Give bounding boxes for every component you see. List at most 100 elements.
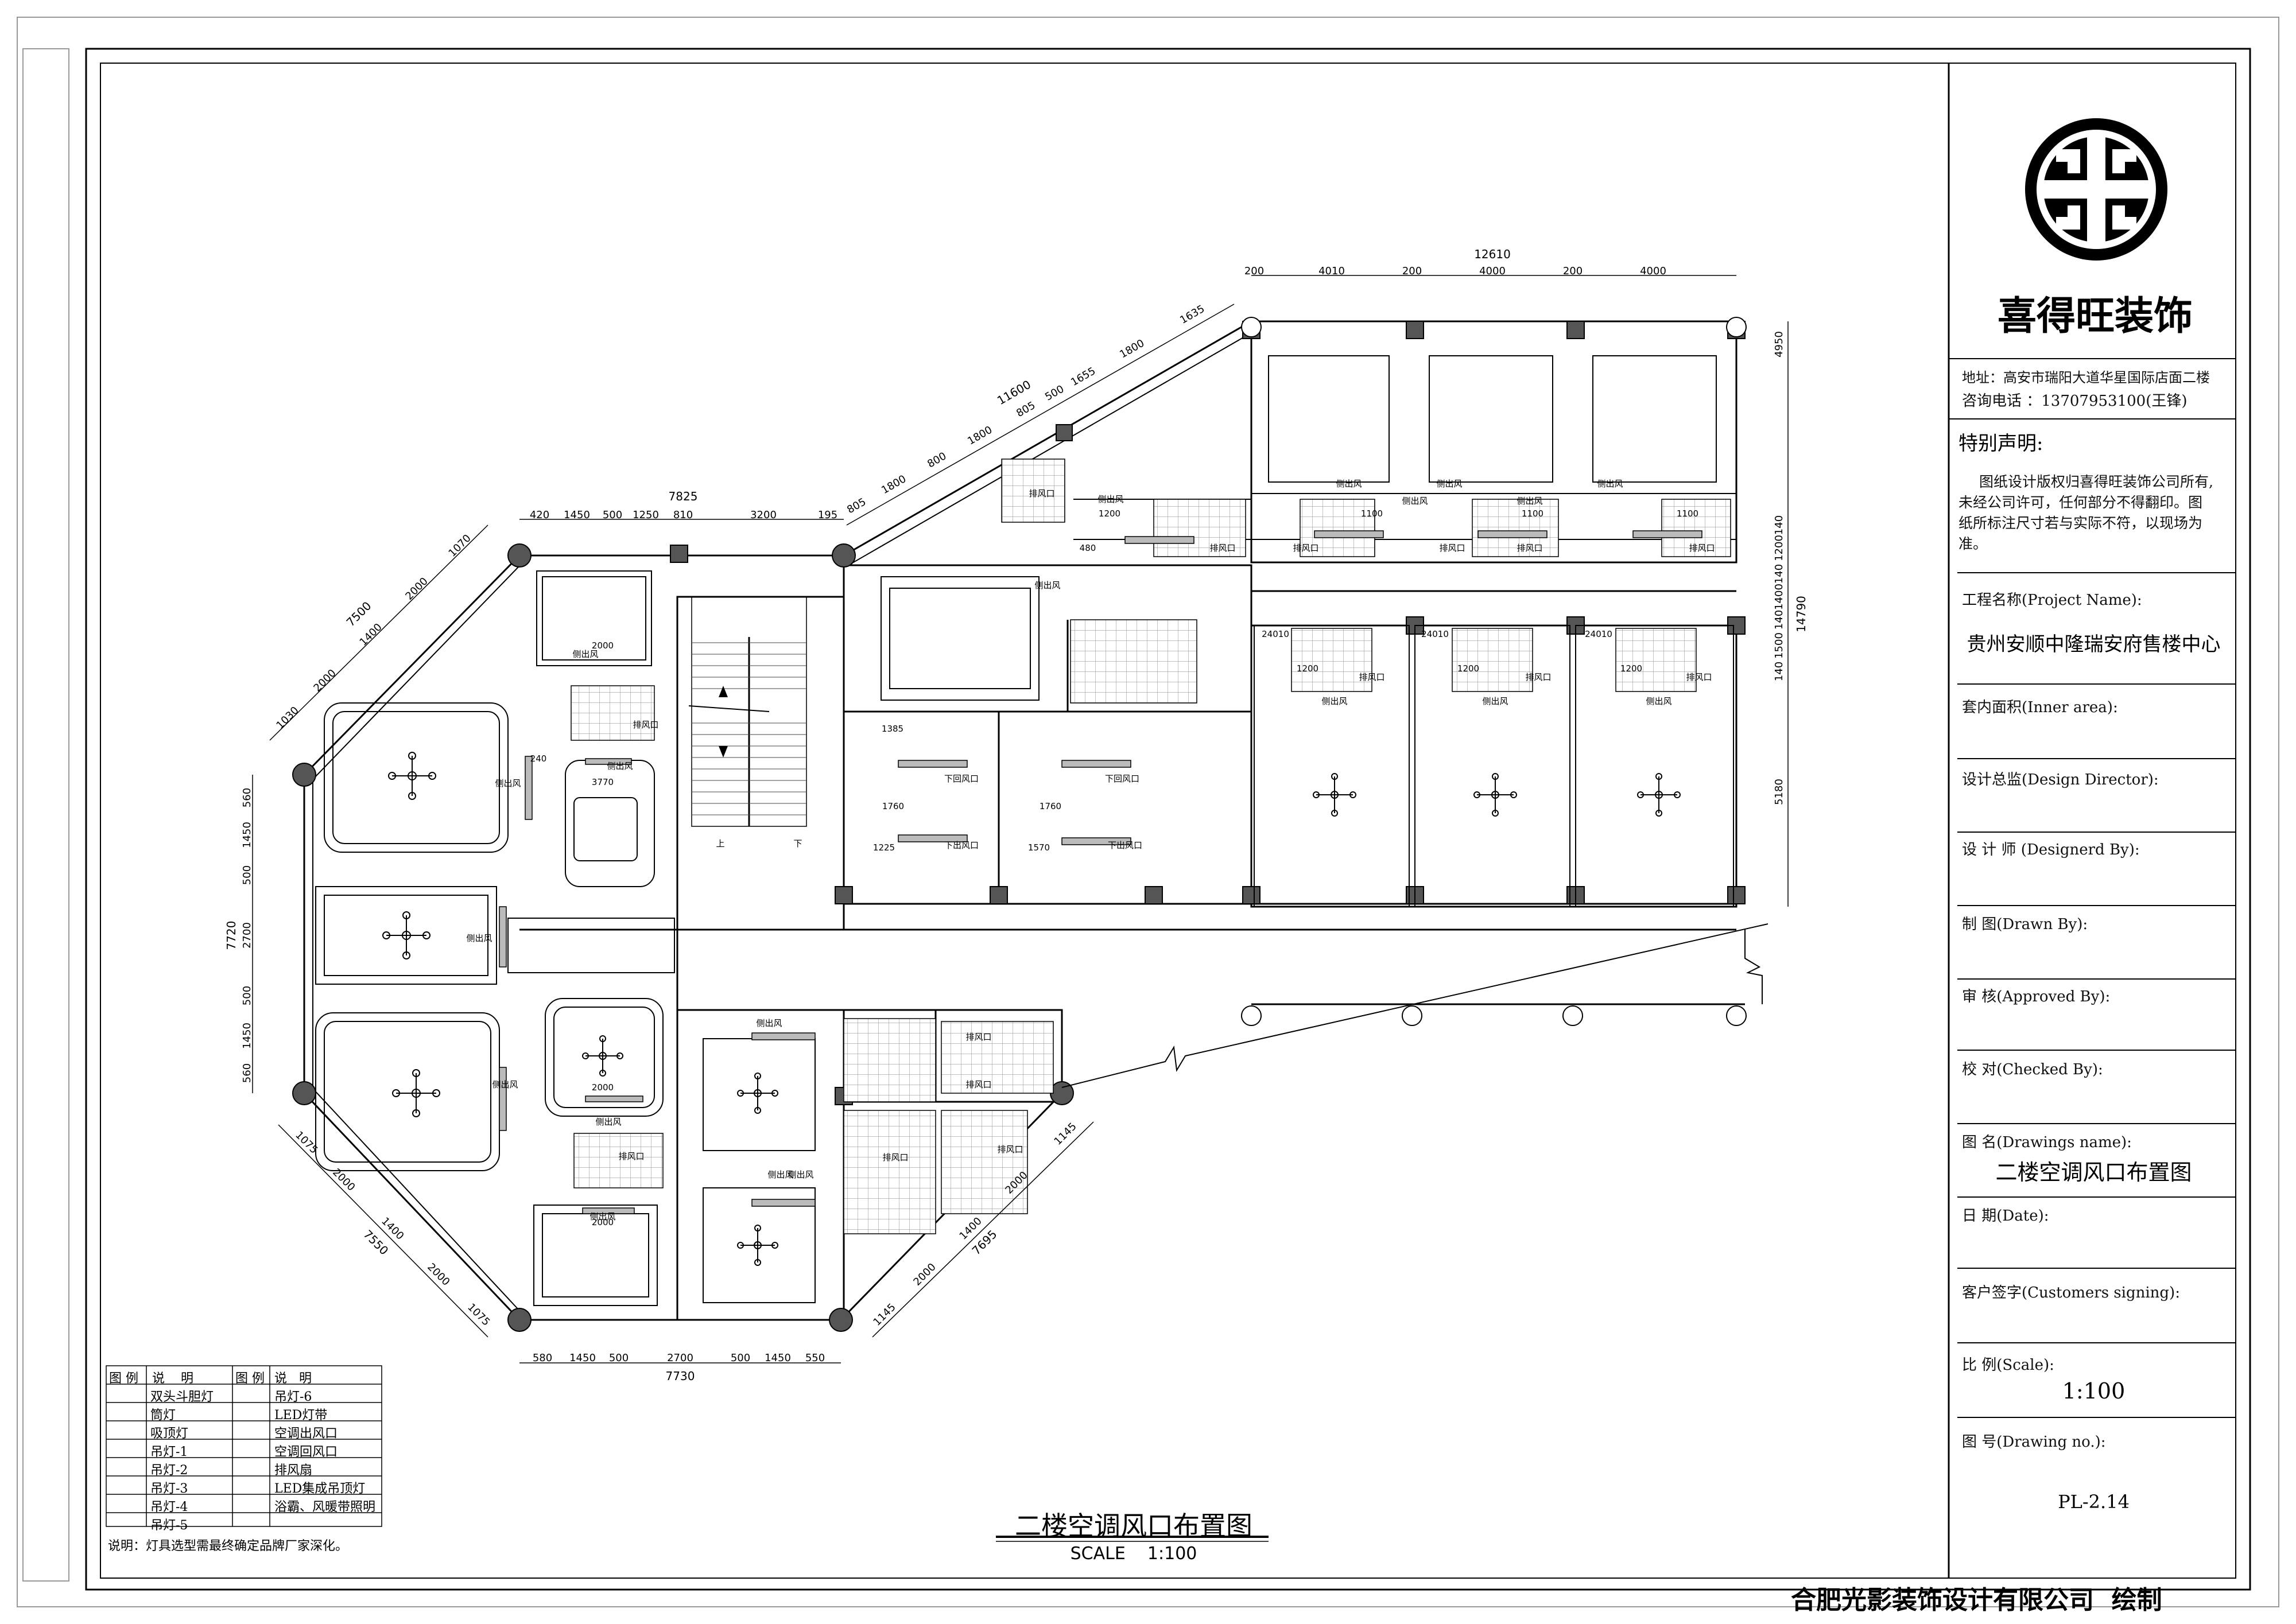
break-lines — [1061, 923, 1768, 1088]
dim-bottom-segment: 580 — [533, 1352, 552, 1364]
room-label: 侧出风 — [492, 1079, 518, 1090]
room-dimension: 24010 — [1585, 629, 1612, 639]
room-label: 排风口 — [1525, 672, 1551, 682]
room-dimension: 1385 — [882, 724, 903, 734]
legend-left-8: 吊灯-5 — [150, 1518, 188, 1533]
notice-line-3: 纸所标注尺寸若与实际不符，以现场为 — [1958, 515, 2203, 531]
room-label: 侧出风 — [1517, 496, 1542, 506]
dim-top-segment: 4000 — [1640, 265, 1666, 277]
dim-top-segment: 4010 — [1318, 265, 1345, 277]
room-dimension: 480 — [1080, 543, 1096, 553]
legend-table — [106, 1365, 382, 1527]
company-logo — [2025, 118, 2167, 261]
dim-left-segment: 500 — [241, 986, 253, 1005]
sheet-border-middle — [85, 48, 2251, 1591]
dim-right-segment: 140 — [1773, 564, 1785, 584]
room-dimension: 1570 — [1028, 842, 1050, 853]
legend-header-1: 图 例 — [109, 1372, 138, 1386]
room-label: 排风口 — [1439, 543, 1465, 553]
room-label: 排风口 — [618, 1151, 644, 1161]
room-dimension: 1100 — [1522, 508, 1543, 519]
drawing-no-label: 图 号(Drawing no.): — [1962, 1433, 2106, 1451]
legend-left-7: 吊灯-4 — [150, 1500, 188, 1514]
room-label: 上 — [716, 838, 724, 849]
dim-diagonal-segment: 1800 — [965, 424, 994, 448]
room-label: 侧出风 — [1336, 479, 1362, 489]
room-label: 侧出风 — [607, 761, 633, 771]
checked-label: 校 对(Checked By): — [1962, 1061, 2103, 1078]
dim-bottom-segment: 2700 — [667, 1352, 693, 1364]
room-dimension: 1200 — [1099, 508, 1120, 519]
dim-right-segment: 1500 — [1773, 632, 1785, 659]
staircase — [688, 596, 807, 827]
dim-right-segment: 5180 — [1773, 779, 1785, 805]
dimension-lines — [252, 275, 1789, 1363]
legend-right-7: 浴霸、风暖带照明 — [274, 1500, 376, 1514]
dim-diagonal-segment: 1800 — [879, 473, 908, 496]
legend-header-2: 说 明 — [152, 1372, 193, 1386]
legend-right-5: 排风扇 — [274, 1463, 313, 1478]
room-label: 排风口 — [1209, 543, 1235, 553]
tiled-areas — [571, 459, 1731, 1234]
room-dimension: 1200 — [1620, 663, 1642, 674]
dim-upper-left-segment: 810 — [673, 509, 693, 521]
room-label: 排风口 — [633, 720, 658, 730]
dim-left-segment: 560 — [241, 1063, 253, 1083]
room-label: 下 — [793, 838, 802, 849]
legend-note: 说明：灯具选型需最终确定品牌厂家深化。 — [108, 1539, 348, 1553]
area-label: 套内面积(Inner area): — [1962, 699, 2118, 716]
room-label: 下回风口 — [1105, 774, 1139, 784]
room-label: 侧出风 — [767, 1170, 793, 1180]
dim-top-segment: 4000 — [1479, 265, 1506, 277]
vent-bars — [499, 530, 1702, 1214]
room-label: 侧出风 — [595, 1117, 621, 1127]
dim-left-segment: 2700 — [241, 922, 253, 949]
dim-diagonal-segment: 500 — [1043, 383, 1066, 403]
legend-header-4: 说 明 — [274, 1372, 312, 1386]
project-value: 贵州安顺中隆瑞安府售楼中心 — [1967, 633, 2221, 656]
dim-top-segment: 200 — [1563, 265, 1583, 277]
drawing-title: 二楼空调风口布置图 — [1015, 1510, 1252, 1541]
legend-left-2: 筒灯 — [150, 1408, 176, 1423]
dim-diagonal-segment: 805 — [1014, 399, 1037, 419]
dim-diagonal-segment: 805 — [845, 496, 868, 516]
room-label: 排风口 — [1689, 543, 1715, 553]
date-label: 日 期(Date): — [1962, 1207, 2049, 1225]
dim-nw-segment: 1030 — [274, 704, 301, 731]
drawing-name-label: 图 名(Drawings name): — [1962, 1134, 2132, 1151]
room-label: 排风口 — [1029, 488, 1054, 499]
room-dimension: 2000 — [592, 1217, 614, 1227]
dim-right-segment: 1200 — [1773, 535, 1785, 561]
room-label: 侧出风 — [1646, 696, 1671, 706]
designer-label: 设 计 师 (Designerd By): — [1962, 841, 2140, 858]
room-dimension: 240 — [530, 753, 547, 764]
room-label: 下回风口 — [944, 774, 979, 784]
dim-upper-left-total: 7825 — [669, 489, 698, 503]
approved-label: 审 核(Approved By): — [1962, 988, 2111, 1005]
dim-upper-left-segment: 195 — [818, 509, 837, 521]
dim-upper-left-segment: 1450 — [564, 509, 590, 521]
dim-right-segment: 4950 — [1773, 331, 1785, 358]
legend-header-3: 图 例 — [235, 1372, 265, 1386]
dim-right-segment: 140 — [1773, 515, 1785, 535]
room-label: 下出风口 — [1108, 840, 1142, 850]
room-label: 排风口 — [1359, 672, 1384, 682]
room-label: 侧出风 — [495, 778, 521, 788]
project-label: 工程名称(Project Name): — [1962, 592, 2142, 609]
room-dimension: 1760 — [882, 801, 904, 811]
dim-sw-segment: 2000 — [425, 1261, 452, 1288]
room-label: 排风口 — [1517, 543, 1542, 553]
dim-left-segment: 560 — [241, 788, 253, 807]
room-dimension: 1100 — [1361, 508, 1383, 519]
dim-se-segment: 1145 — [1052, 1120, 1079, 1147]
footer-credit: 合肥光影装饰设计有限公司 绘制 — [1791, 1586, 2162, 1615]
dim-se-segment: 1145 — [871, 1301, 898, 1328]
legend-right-6: LED集成吊顶灯 — [274, 1482, 366, 1496]
dim-nw-total: 7500 — [344, 599, 374, 630]
room-label: 排风口 — [965, 1079, 991, 1090]
dim-right-total: 14790 — [1794, 596, 1808, 632]
dim-left-total: 7720 — [224, 921, 238, 950]
left-margin-strip — [22, 48, 69, 1582]
dim-upper-left-segment: 500 — [603, 509, 622, 521]
